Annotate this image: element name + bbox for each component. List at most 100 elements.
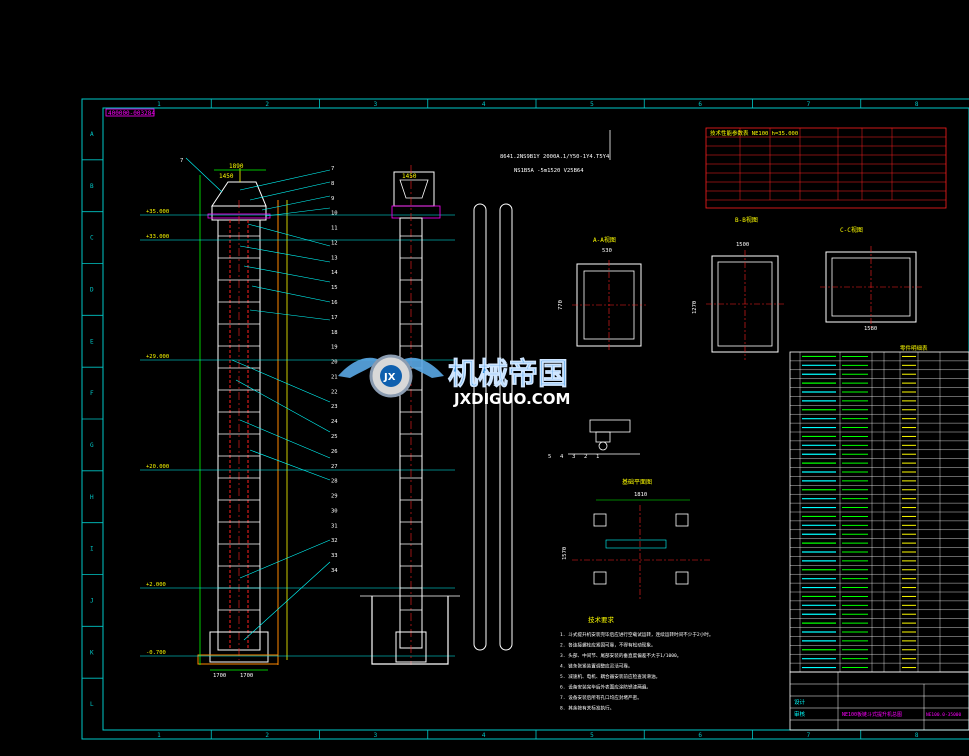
column-marker: 8 — [915, 101, 919, 108]
row-marker: D — [90, 286, 94, 293]
callout-number: 9 — [331, 196, 334, 202]
technical-note: 8. 其余按有关标准执行。 — [560, 705, 614, 712]
row-marker: I — [90, 546, 94, 553]
technical-note: 5. 减速机、电机、耦合器安装前应检查润滑油。 — [560, 673, 660, 680]
callout-number: 15 — [331, 285, 338, 291]
svg-text:1570: 1570 — [562, 547, 568, 560]
callout-number: 27 — [331, 464, 338, 470]
callout-number: 34 — [331, 568, 338, 574]
elevation-labels: +35.000+33.000+29.000+20.000+2.000-0.700 — [146, 209, 169, 656]
column-marker: 3 — [374, 732, 378, 739]
svg-text:技术性能参数表 NE100 h=35.000: 技术性能参数表 NE100 h=35.000 — [710, 129, 798, 137]
foundation-plan: 基础平面图 1810 1570 — [562, 478, 710, 600]
callout-number: 11 — [331, 226, 338, 232]
section-view-c: C-C视图 1580 — [820, 226, 922, 332]
row-marker: A — [90, 131, 94, 138]
callout-number: 4 — [560, 454, 564, 460]
svg-text:1580: 1580 — [864, 326, 877, 332]
main-elevator-elevation: 1890 1450 1700 1700 — [197, 163, 288, 679]
row-marker: C — [90, 235, 94, 242]
spec-table: 技术性能参数表 NE100 h=35.000 — [705, 127, 947, 209]
technical-note: 4. 链条张紧装置调整应灵活可靠。 — [560, 663, 633, 670]
svg-text:技术要求: 技术要求 — [588, 615, 615, 624]
svg-text:400000-003284: 400000-003284 — [108, 110, 155, 117]
callout-leaders — [185, 157, 331, 641]
callout-number: 22 — [331, 389, 338, 395]
row-marker: H — [90, 494, 94, 501]
technical-note: 6. 设备安装完毕后外表面应涂防锈漆两遍。 — [560, 684, 651, 691]
svg-text:1700: 1700 — [240, 673, 253, 679]
callout-number: 10 — [331, 211, 338, 217]
callout-number: 5 — [548, 454, 551, 460]
callout-number: 31 — [331, 523, 338, 529]
svg-text:1270: 1270 — [692, 301, 698, 314]
svg-text:设计: 设计 — [794, 698, 806, 706]
callout-number: 21 — [331, 374, 338, 380]
svg-text:1450: 1450 — [219, 173, 234, 180]
column-marker: 5 — [590, 732, 594, 739]
svg-text:JXDIGUO.COM: JXDIGUO.COM — [453, 390, 570, 408]
technical-note: 1. 斗式提升机安装完毕后应进行空载试运转，连续运转时间不少于2小时。 — [560, 631, 713, 638]
column-marker: 6 — [698, 732, 702, 739]
callout-number: 32 — [331, 538, 338, 544]
column-marker: 8 — [915, 732, 919, 739]
svg-text:1450: 1450 — [402, 173, 417, 180]
callout-number: 28 — [331, 479, 338, 485]
svg-text:1700: 1700 — [213, 673, 226, 679]
svg-text:770: 770 — [558, 300, 564, 310]
callout-number: 7 — [331, 166, 334, 172]
elevation-label: +20.000 — [146, 464, 169, 470]
elevation-label: -0.700 — [146, 650, 166, 656]
callout-numbers: 7891011121314151617181920212223242526272… — [180, 158, 338, 574]
section-view-a: A-A视图 530 770 — [558, 236, 646, 350]
svg-text:1890: 1890 — [229, 163, 244, 170]
svg-text:1810: 1810 — [634, 492, 647, 498]
column-marker: 2 — [265, 732, 269, 739]
chain-loop-view — [473, 203, 513, 651]
watermark-logo: JX 机械帝国 JXDIGUO.COM — [338, 354, 570, 408]
row-marker: G — [90, 442, 94, 449]
svg-text:NS1B5A -5m1520 V25B64: NS1B5A -5m1520 V25B64 — [514, 168, 584, 174]
callout-number: 30 — [331, 508, 338, 514]
svg-text:8641.2NS9B1Y 2000A.1/Y50-1Y4.: 8641.2NS9B1Y 2000A.1/Y50-1Y4.T5Y4 — [500, 154, 610, 160]
svg-text:C-C视图: C-C视图 — [840, 226, 863, 234]
callout-number: 16 — [331, 300, 338, 306]
elevation-lines — [140, 214, 455, 657]
title-block: 设计 审核 NE100板链斗式提升机总图 NE100.0-35000 — [789, 671, 969, 731]
callout-number: 26 — [331, 449, 338, 455]
column-marker: 6 — [698, 101, 702, 108]
svg-text:零件明细表: 零件明细表 — [900, 344, 928, 352]
callout-number: 29 — [331, 494, 338, 500]
svg-text:A-A视图: A-A视图 — [593, 236, 616, 244]
callout-number: 20 — [331, 360, 338, 366]
callout-number: 8 — [331, 181, 334, 187]
top-notes: 8641.2NS9B1Y 2000A.1/Y50-1Y4.T5Y4 NS1B5A… — [500, 130, 611, 174]
row-marker: K — [90, 649, 94, 656]
elevation-label: +35.000 — [146, 209, 169, 215]
column-marker: 7 — [807, 732, 811, 739]
corner-tag: 400000-003284 — [105, 108, 155, 117]
elevation-label: +29.000 — [146, 354, 169, 360]
svg-text:NE100.0-35000: NE100.0-35000 — [926, 712, 962, 718]
svg-text:机械帝国: 机械帝国 — [448, 357, 568, 392]
svg-text:JX: JX — [383, 372, 396, 383]
callout-number: 24 — [331, 419, 338, 425]
callout-number: 2 — [584, 454, 587, 460]
column-marker: 4 — [482, 732, 486, 739]
svg-text:基础平面图: 基础平面图 — [622, 478, 652, 486]
section-view-b: B-B视图 1500 1270 — [692, 216, 784, 360]
callout-number: 25 — [331, 434, 338, 440]
row-marker: B — [90, 183, 94, 190]
elevation-label: +33.000 — [146, 234, 169, 240]
technical-notes: 技术要求 1. 斗式提升机安装完毕后应进行空载试运转，连续运转时间不少于2小时。… — [560, 615, 713, 712]
row-marker: E — [90, 338, 94, 345]
column-marker: 3 — [374, 101, 378, 108]
column-marker: 5 — [590, 101, 594, 108]
svg-text:1500: 1500 — [736, 242, 749, 248]
column-marker: 1 — [157, 732, 161, 739]
callout-number: 1 — [596, 454, 599, 460]
